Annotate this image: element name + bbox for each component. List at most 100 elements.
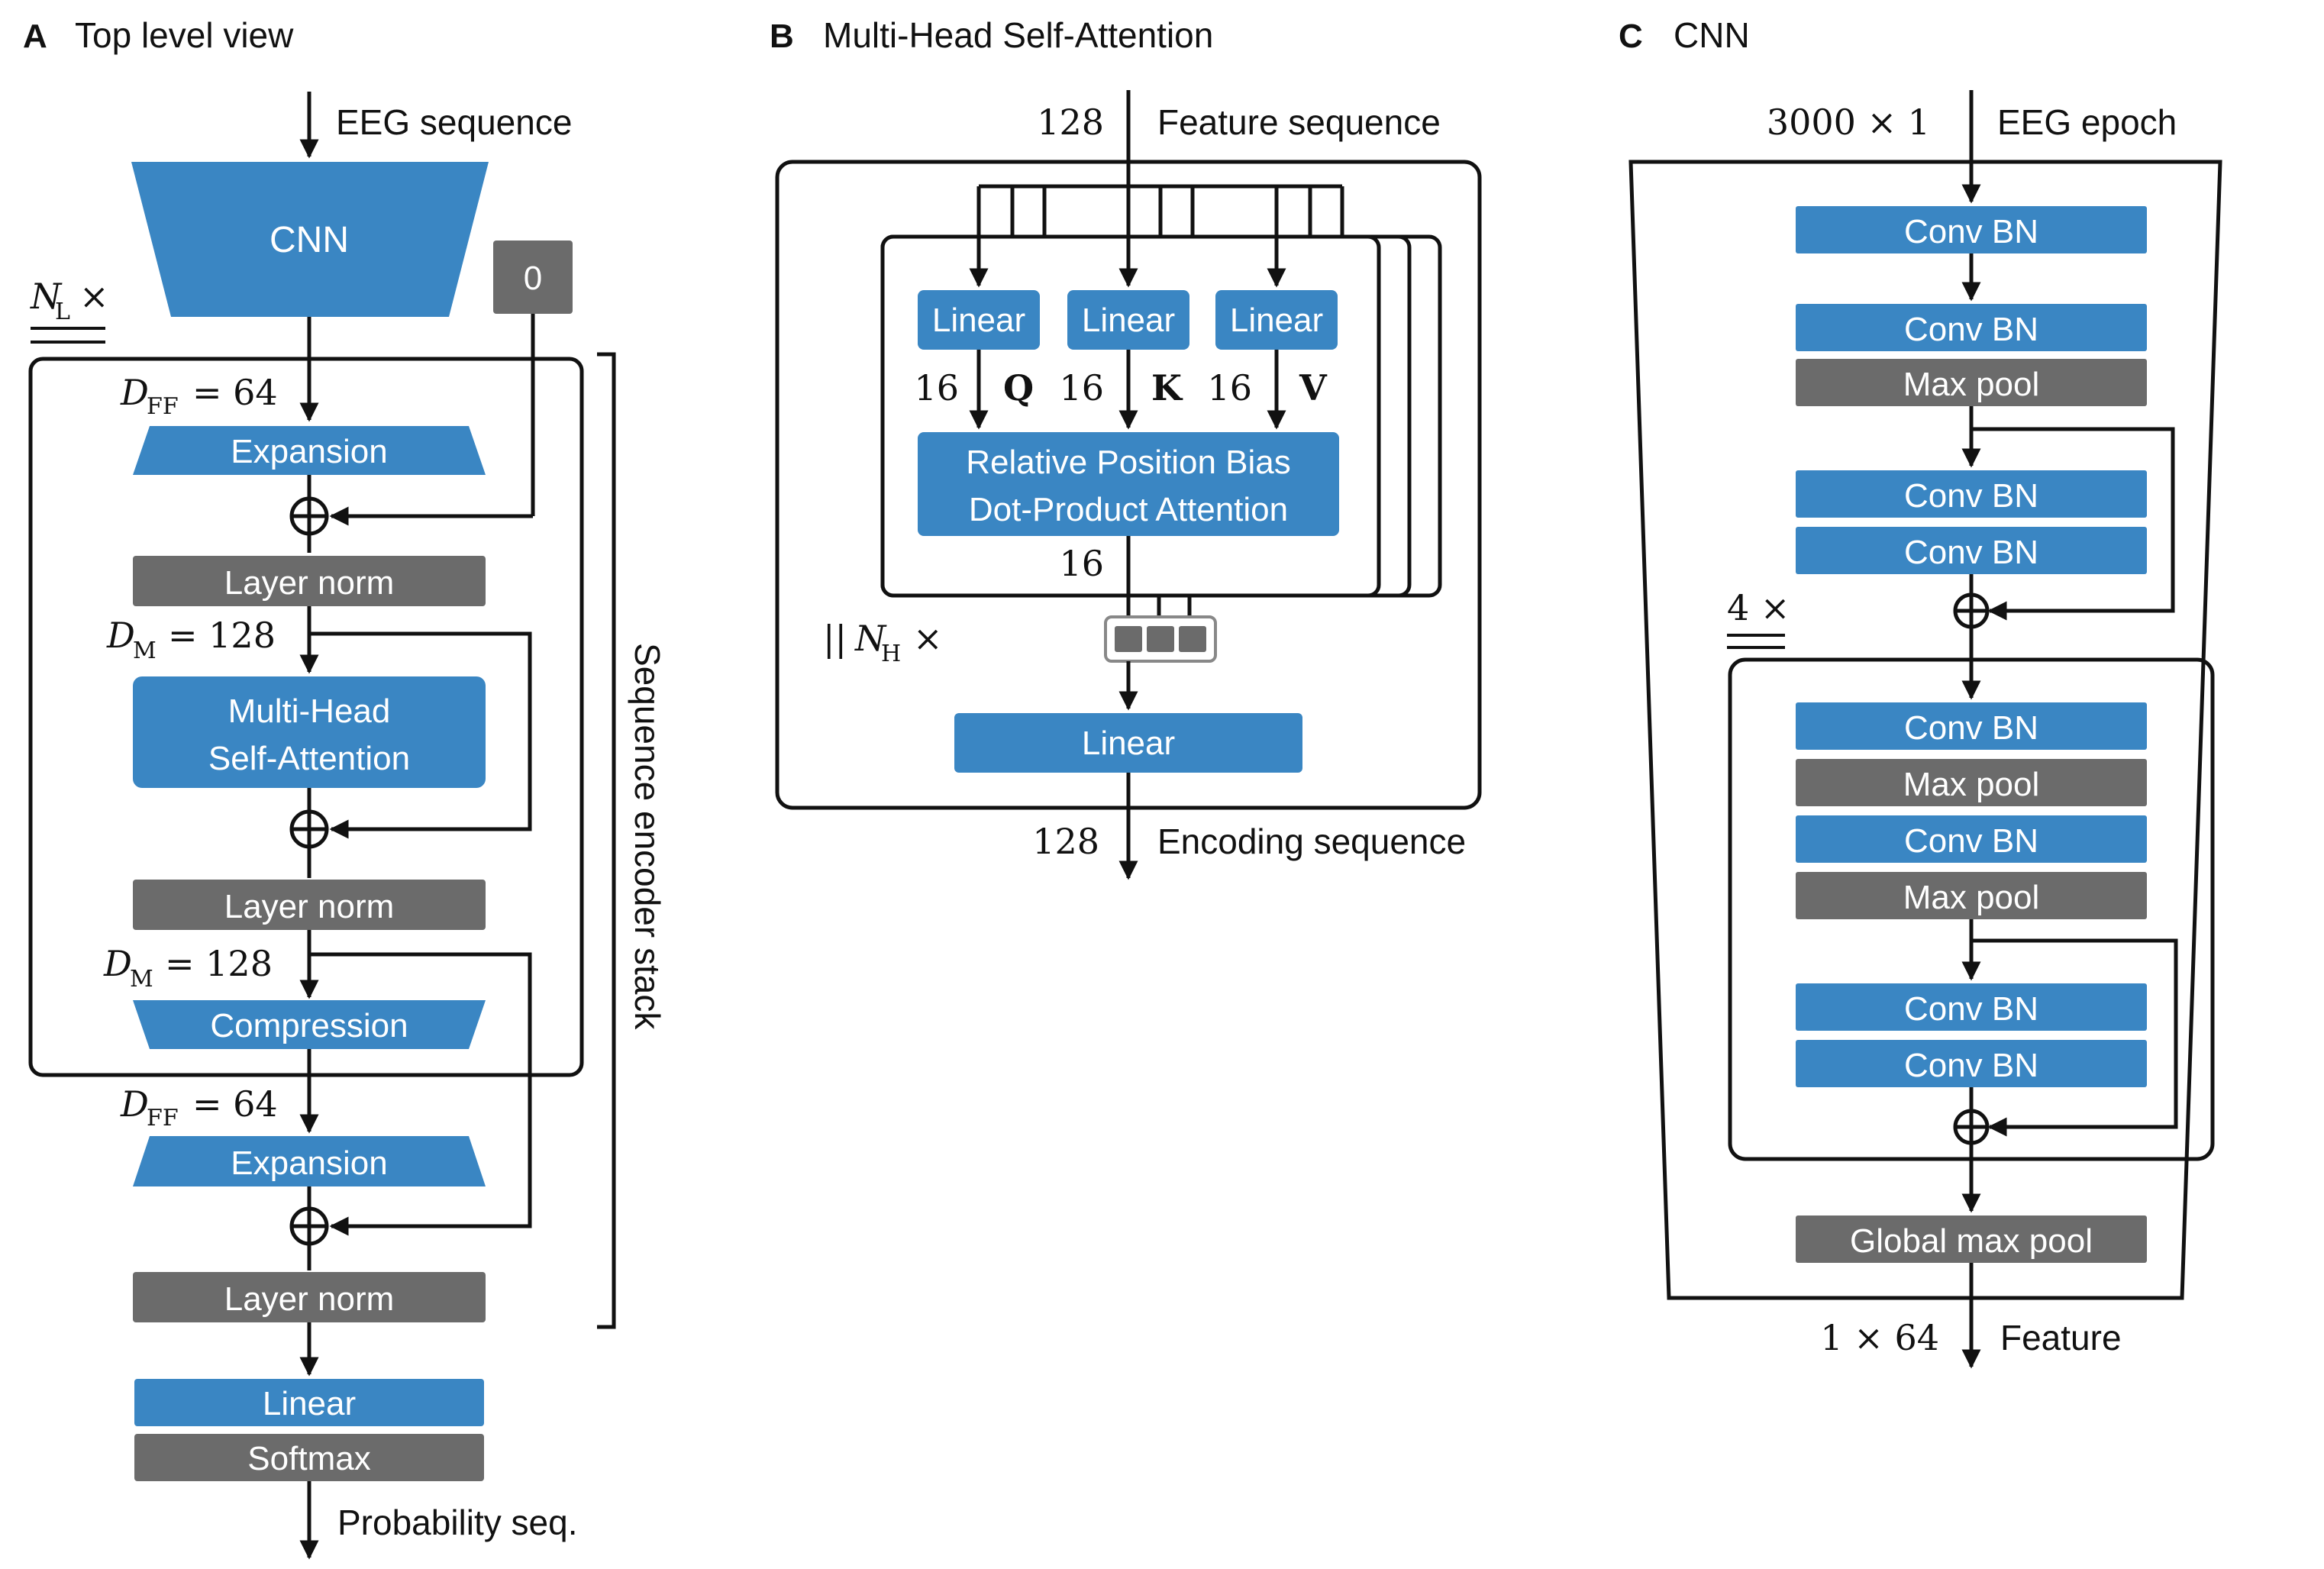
panel-c-letter: C bbox=[1619, 18, 1643, 55]
svg-text:×: × bbox=[79, 276, 109, 317]
residual-skip-2 bbox=[309, 952, 532, 1236]
eeg-epoch-label: EEG epoch bbox=[1997, 102, 2177, 142]
conv-bn-label-2: Conv BN bbox=[1904, 311, 2038, 348]
linear-label: Linear bbox=[263, 1385, 356, 1422]
k-dim-label: 16 bbox=[1059, 367, 1104, 408]
mhsa-block bbox=[133, 676, 486, 788]
feature-output-label: Feature bbox=[2000, 1318, 2122, 1358]
panel-b-letter: B bbox=[770, 18, 794, 55]
zero-input-block bbox=[493, 241, 573, 314]
attention-label-line2: Dot-Product Attention bbox=[969, 491, 1288, 528]
nl-repeat-label: N L × bbox=[30, 276, 109, 344]
head-out-dim-label: 16 bbox=[1059, 543, 1104, 584]
conv-bn-block-5 bbox=[1796, 702, 2147, 750]
encoding-sequence-label: Encoding sequence bbox=[1157, 822, 1466, 861]
max-pool-label-1: Max pool bbox=[1903, 366, 2040, 403]
q-label: Q bbox=[1003, 367, 1034, 408]
compression-label: Compression bbox=[210, 1007, 408, 1044]
layer-norm-label-1: Layer norm bbox=[224, 564, 395, 602]
softmax-block bbox=[134, 1434, 484, 1481]
svg-text:D: D bbox=[103, 943, 132, 984]
cnn-add-node-2 bbox=[1953, 1109, 1990, 1145]
panel-b-title: Multi-Head Self-Attention bbox=[823, 15, 1213, 55]
cnn-residual-skip-2 bbox=[1971, 938, 2178, 1137]
svg-text:N: N bbox=[854, 618, 887, 659]
conv-bn-block-4 bbox=[1796, 527, 2147, 574]
mhsa-label-line1: Multi-Head bbox=[228, 692, 391, 730]
residual-skip-1 bbox=[309, 631, 532, 839]
expansion-label-1: Expansion bbox=[231, 433, 387, 470]
svg-text:= 64: = 64 bbox=[192, 372, 278, 413]
conv-bn-label-5: Conv BN bbox=[1904, 709, 2038, 747]
conv-bn-block-8 bbox=[1796, 1040, 2147, 1087]
svg-text:D: D bbox=[106, 615, 135, 656]
eeg-sequence-label: EEG sequence bbox=[336, 102, 572, 142]
stack-label: Sequence encoder stack bbox=[628, 643, 667, 1030]
dm2-label: D M = 128 bbox=[103, 943, 273, 993]
linear-v-block bbox=[1215, 290, 1338, 350]
q-dim-label: 16 bbox=[914, 367, 959, 408]
linear-q-block bbox=[918, 290, 1040, 350]
add-node-1 bbox=[289, 496, 329, 536]
k-label: K bbox=[1151, 367, 1183, 408]
layer-norm-block-3 bbox=[133, 1272, 486, 1322]
encoding-dim-label: 128 bbox=[1032, 821, 1099, 862]
max-pool-block-2 bbox=[1796, 759, 2147, 806]
feature-dim-label: 1 × 64 bbox=[1820, 1317, 1939, 1358]
distribution-bus bbox=[976, 184, 1344, 237]
svg-text:L: L bbox=[55, 299, 70, 325]
compression-block bbox=[133, 1000, 486, 1049]
svg-text:H: H bbox=[881, 641, 901, 667]
max-pool-block-3 bbox=[1796, 872, 2147, 919]
svg-text:N: N bbox=[30, 276, 63, 317]
svg-text:||: || bbox=[823, 618, 847, 659]
zero-input-label: 0 bbox=[524, 260, 542, 297]
expansion-block-1 bbox=[133, 426, 486, 475]
expansion-label-2: Expansion bbox=[231, 1144, 387, 1182]
dff1-label: D FF = 64 bbox=[120, 372, 278, 420]
v-dim-label: 16 bbox=[1207, 367, 1252, 408]
feature-dim-label: 128 bbox=[1037, 102, 1104, 143]
svg-text:= 64: = 64 bbox=[192, 1083, 278, 1125]
nh-repeat-label: || N H × bbox=[823, 618, 943, 667]
repeat-4x-label: 4 × bbox=[1727, 587, 1790, 649]
conv-bn-label-8: Conv BN bbox=[1904, 1047, 2038, 1084]
epoch-dim-label: 3000 × 1 bbox=[1767, 102, 1930, 143]
svg-text:M: M bbox=[133, 638, 157, 664]
svg-text:= 128: = 128 bbox=[165, 943, 273, 984]
layer-norm-block-1 bbox=[133, 556, 486, 606]
svg-text:M: M bbox=[130, 966, 153, 993]
add-node-2 bbox=[289, 809, 329, 849]
svg-text:D: D bbox=[120, 372, 149, 413]
conv-bn-label-7: Conv BN bbox=[1904, 990, 2038, 1028]
attention-label-line1: Relative Position Bias bbox=[966, 444, 1291, 481]
mhsa-label-line2: Self-Attention bbox=[208, 740, 410, 777]
feature-sequence-label: Feature sequence bbox=[1157, 102, 1441, 142]
cnn-block bbox=[131, 162, 489, 317]
panel-a: A Top level view EEG sequence CNN 0 N L … bbox=[23, 15, 667, 1560]
linear-q-label: Linear bbox=[932, 302, 1025, 339]
max-pool-block-1 bbox=[1796, 359, 2147, 406]
layer-norm-block-2 bbox=[133, 880, 486, 930]
output-linear-block bbox=[954, 713, 1302, 773]
svg-text:×: × bbox=[913, 618, 943, 659]
conv-bn-block-1 bbox=[1796, 206, 2147, 253]
conv-bn-label-4: Conv BN bbox=[1904, 534, 2038, 571]
svg-text:D: D bbox=[120, 1083, 149, 1125]
cnn-add-node-1 bbox=[1953, 592, 1990, 629]
panel-a-title: Top level view bbox=[75, 15, 294, 55]
linear-block bbox=[134, 1379, 484, 1426]
svg-text:4 ×: 4 × bbox=[1727, 587, 1790, 628]
linear-v-label: Linear bbox=[1230, 302, 1323, 339]
conv-bn-label-6: Conv BN bbox=[1904, 822, 2038, 860]
svg-text:FF: FF bbox=[147, 1105, 179, 1132]
max-pool-label-3: Max pool bbox=[1903, 879, 2040, 916]
conv-bn-block-2 bbox=[1796, 304, 2147, 351]
conv-bn-block-3 bbox=[1796, 470, 2147, 518]
svg-text:FF: FF bbox=[147, 393, 179, 420]
panel-c-title: CNN bbox=[1674, 15, 1750, 55]
panel-c: C CNN 3000 × 1 EEG epoch Conv BN Conv BN… bbox=[1619, 15, 2222, 1369]
conv-bn-block-6 bbox=[1796, 815, 2147, 863]
panel-b: B Multi-Head Self-Attention 128 Feature … bbox=[770, 15, 1482, 880]
